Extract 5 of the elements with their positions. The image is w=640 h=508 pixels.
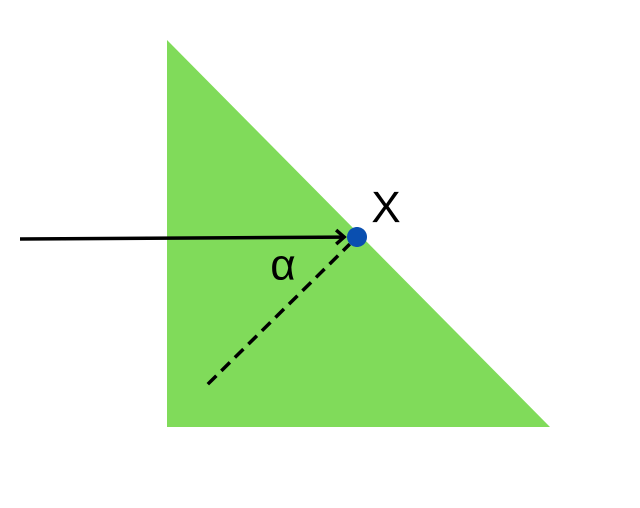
prism-shape [167, 40, 550, 427]
point-label: X [372, 192, 400, 222]
dashed-line [206, 242, 351, 386]
arrow [20, 228, 347, 246]
angle-label: α [272, 256, 294, 280]
